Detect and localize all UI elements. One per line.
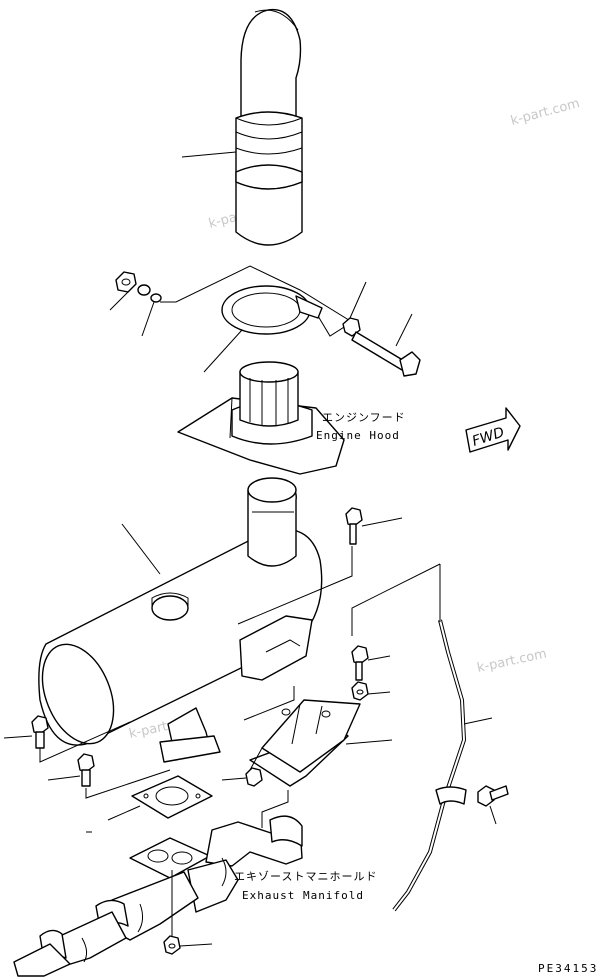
drain-tube [392,619,467,912]
manifold-nut [163,935,181,955]
left-bolts [31,715,95,787]
exhaust-tail-pipe [235,8,303,246]
exhaust-manifold [13,815,303,977]
leader-line [367,691,391,695]
drawing-code: PE34153 [538,962,598,975]
gasket-upper [131,775,213,819]
leader-line [109,291,129,311]
watermark: k-part.com [509,96,581,129]
muffler-bolt [345,507,363,545]
leader-line [351,563,441,636]
leader-line [181,151,237,158]
leader-line [203,329,243,373]
leader-line [179,943,213,947]
leader-line [261,790,289,828]
engine-hood-label-jp: エンジンフード [322,411,406,424]
leader-line [107,805,141,821]
leader-line [243,686,295,721]
leader-line [395,313,413,347]
engine-hood-collar [177,361,345,475]
manifold-label-en: Exhaust Manifold [242,889,364,902]
leader-line [367,655,391,661]
leader-line [345,739,393,745]
leader-line [47,775,81,781]
leader-line [237,546,353,625]
clip-bolt [477,785,509,807]
manifold-label-jp: エキゾーストマニホールド [234,870,377,883]
leader-line [141,301,155,337]
leader-line [349,281,367,319]
fwd-arrow-icon: FWD [465,407,521,453]
watermark: k-part.com [476,647,548,676]
leader-line [489,805,497,825]
leader-line [85,769,171,799]
clamp-assembly [115,265,421,377]
leader-line [39,721,131,763]
mounting-bracket [245,645,369,787]
leader-line [221,777,247,781]
muffler [38,477,323,763]
leader-line [463,717,493,725]
engine-hood-label-en: Engine Hood [316,429,400,442]
leader-line [121,523,161,575]
leader-line [3,735,33,739]
leader-line [361,517,403,527]
gasket-lower [129,837,211,879]
